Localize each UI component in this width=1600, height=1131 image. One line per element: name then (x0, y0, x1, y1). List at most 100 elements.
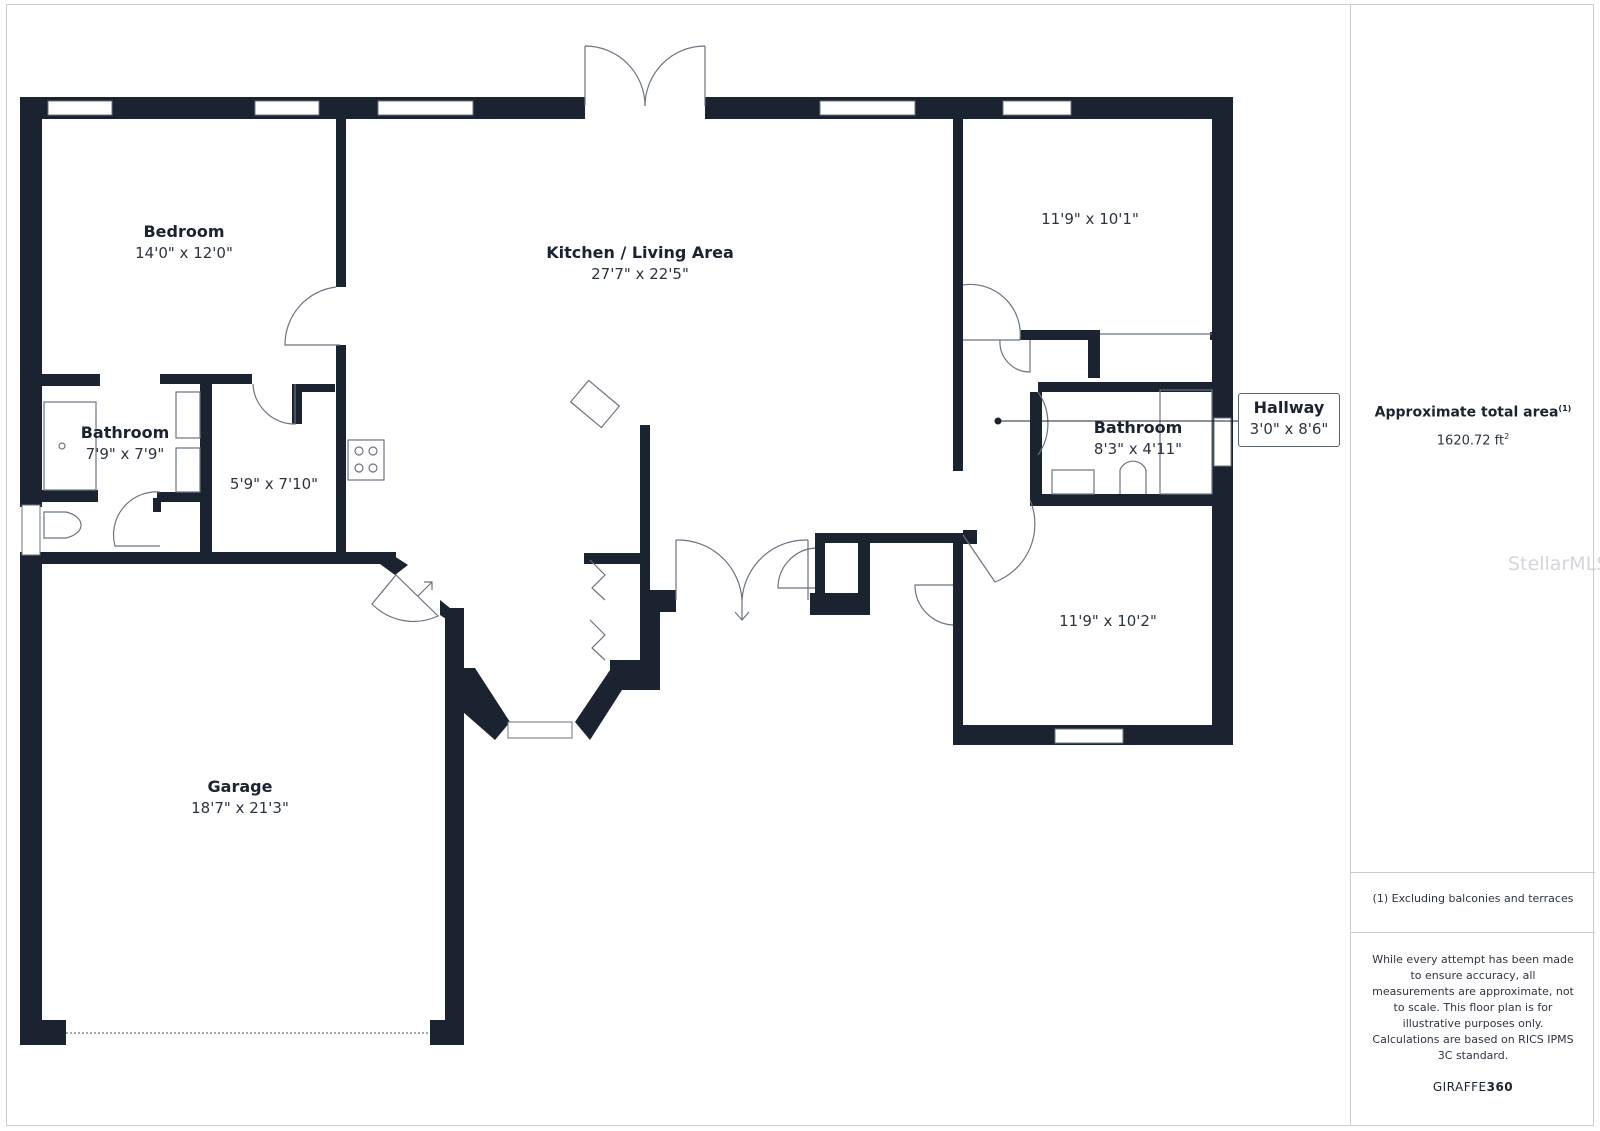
room-bathroom-east: Bathroom 8'3" x 4'11" (1094, 418, 1183, 460)
windows (21, 100, 1232, 744)
garage-entry-arrow (417, 581, 433, 597)
wall-garage-sw (20, 1020, 66, 1045)
wall-bath-east-south (1030, 494, 1212, 506)
room-bathroom-west: Bathroom 7'9" x 7'9" (81, 423, 170, 465)
wall-closet-north (295, 384, 335, 392)
brand-name: GIRAFFE (1432, 1080, 1487, 1094)
info-sidebar: Approximate total area(1) 1620.72 ft2 (1… (1350, 4, 1595, 1126)
area-footnote: (1) Excluding balconies and terraces (1372, 892, 1574, 905)
door-bathroom (112, 491, 161, 547)
calculation-note: Calculations are based on RICS IPMS 3C s… (1372, 1033, 1574, 1062)
door-closet (252, 383, 296, 425)
cooktop (347, 439, 385, 481)
wall-entry-closet-south (810, 593, 870, 615)
wall-kitchen-partition (584, 553, 646, 564)
wall-bay-east-corner (610, 600, 660, 690)
door-front-left (675, 539, 743, 601)
wall-entry-closet-west (815, 533, 825, 593)
wall-closet-end (1210, 332, 1216, 340)
window-ne-bedroom (1002, 100, 1072, 116)
room-name: Hallway (1253, 398, 1325, 417)
wall-garage-jamb (440, 600, 455, 625)
room-dimension: 27'7" x 22'5" (591, 265, 689, 283)
shower-west (43, 401, 97, 491)
room-bedroom-ne: 11'9" x 10'1" (1041, 208, 1139, 230)
wall-bath-west-stub (42, 490, 98, 502)
wall-bath-inner-stub (153, 498, 161, 512)
watermark: StellarMLS (1508, 553, 1600, 575)
room-hallway: Hallway 3'0" x 8'6" (1238, 393, 1340, 447)
burner-4 (368, 463, 378, 473)
wall-hall-closet (1088, 330, 1100, 378)
area-value-text: 1620.72 ft (1436, 433, 1505, 449)
wall-bath-east-north (1038, 382, 1212, 392)
wall-se-corner (963, 530, 977, 544)
door-french-right (644, 45, 706, 107)
room-name: Bathroom (80, 423, 170, 442)
area-title-text: Approximate total area (1374, 404, 1559, 421)
window-kitchen-2 (819, 100, 916, 116)
room-dimension: 11'9" x 10'1" (1041, 210, 1139, 228)
room-garage: Garage 18'7" x 21'3" (191, 777, 289, 819)
wall-east-wing-west (953, 119, 963, 471)
wall-garage-corner (380, 552, 408, 575)
wall-bath-inner (157, 492, 202, 502)
wall-bath-east-west (1030, 392, 1042, 500)
window-bay-center (507, 721, 573, 739)
door-bifold-1 (589, 559, 606, 601)
wall-bath-closet (200, 384, 212, 556)
room-dimension: 7'9" x 7'9" (85, 445, 165, 463)
door-bath-east (1037, 391, 1049, 456)
entry-arrow (734, 611, 750, 621)
room-name: Bathroom (1093, 418, 1183, 437)
area-note-marker: (1) (1558, 404, 1572, 413)
door-hall-closet (999, 339, 1031, 373)
burner-1 (354, 446, 364, 456)
walls (20, 97, 1233, 1045)
kitchen-sink (569, 379, 621, 429)
room-name: Garage (207, 777, 273, 796)
window-west-bath (21, 504, 41, 556)
wall-garage-north (20, 552, 396, 564)
toilet-west (43, 511, 82, 539)
door-garage (371, 574, 440, 623)
window-bedroom-2 (254, 100, 320, 116)
door-se-closet (914, 584, 954, 626)
brand-number: 360 (1486, 1080, 1514, 1094)
door-bifold-2 (589, 619, 606, 661)
door-bedroom (284, 286, 340, 346)
window-kitchen-1 (377, 100, 474, 116)
window-hall-bath (1213, 417, 1232, 467)
area-title: Approximate total area(1) (1351, 404, 1595, 421)
wall-bath-north-mid (160, 374, 252, 384)
vanity-east (1051, 469, 1095, 495)
wall-bedroom-east-lower (336, 345, 346, 557)
room-name: Kitchen / Living Area (546, 243, 734, 262)
room-dimension: 5'9" x 7'10" (229, 475, 319, 493)
room-closet: 5'9" x 7'10" (230, 473, 318, 495)
wall-se-west (953, 536, 963, 745)
room-name: Bedroom (143, 222, 225, 241)
room-dimension: 3'0" x 8'6" (1249, 420, 1329, 438)
room-kitchen-living: Kitchen / Living Area 27'7" x 22'5" (546, 243, 734, 285)
door-front-right (741, 539, 809, 601)
burner-2 (368, 446, 378, 456)
area-unit-sup: 2 (1504, 432, 1510, 441)
hallway-pointer (994, 417, 1238, 425)
wall-garage-east (445, 608, 464, 1045)
burner-3 (354, 463, 364, 473)
wall-bay-west (455, 668, 510, 740)
area-value: 1620.72 ft2 (1351, 432, 1595, 448)
wall-entry-closet-north (815, 533, 967, 543)
doors (112, 45, 1212, 661)
wall-bay-east (575, 670, 622, 740)
wall-bedroom-east (336, 119, 346, 287)
vanity-west-1 (175, 391, 201, 439)
wall-north-east (705, 97, 1233, 119)
room-dimension: 14'0" x 12'0" (135, 244, 233, 262)
sidebar-divider-2 (1351, 932, 1595, 933)
door-ne-bedroom (962, 283, 1021, 341)
door-french-left (584, 45, 646, 107)
vanity-west-2 (175, 447, 201, 493)
